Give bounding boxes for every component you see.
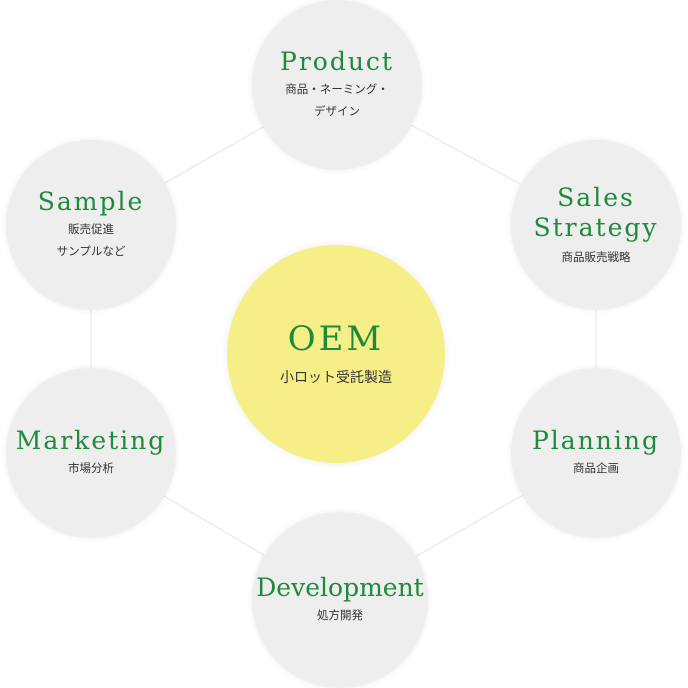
node-sample-title: Sample: [37, 187, 145, 216]
node-sample-subtitle-line-1: 販売促進: [68, 222, 114, 236]
node-marketing: Marketing 市場分析: [6, 368, 176, 538]
node-sales-strategy: Sales Strategy 商品販売戦略: [511, 140, 681, 310]
node-sales-title-line-2: Strategy: [533, 212, 659, 242]
node-sample: Sample 販売促進 サンプルなど: [6, 140, 176, 310]
node-product-subtitle-line-1: 商品・ネーミング・: [285, 82, 389, 96]
node-product: Product 商品・ネーミング・ デザイン: [252, 0, 422, 170]
node-marketing-subtitle: 市場分析: [68, 461, 114, 475]
node-development: Development 処方開発: [252, 512, 428, 688]
node-sales-title-line-1: Sales: [557, 182, 635, 212]
node-planning-subtitle: 商品企画: [573, 461, 619, 475]
node-sample-subtitle-line-2: サンプルなど: [56, 244, 126, 258]
node-product-subtitle: 商品・ネーミング・ デザイン: [285, 78, 389, 122]
node-sample-subtitle: 販売促進 サンプルなど: [57, 218, 126, 262]
node-planning-title: Planning: [531, 426, 661, 455]
node-development-title: Development: [256, 573, 424, 602]
node-product-subtitle-line-2: デザイン: [314, 104, 360, 118]
node-sales-title: Sales Strategy: [534, 183, 659, 243]
center-title: OEM: [287, 319, 385, 359]
node-sales-subtitle: 商品販売戦略: [561, 249, 631, 264]
node-planning: Planning 商品企画: [511, 368, 681, 538]
center-subtitle: 小ロット受託製造: [280, 370, 392, 386]
node-marketing-title: Marketing: [15, 426, 167, 455]
node-product-title: Product: [280, 47, 394, 76]
node-development-subtitle: 処方開発: [317, 608, 363, 622]
node-oem-center: OEM 小ロット受託製造: [227, 245, 445, 463]
